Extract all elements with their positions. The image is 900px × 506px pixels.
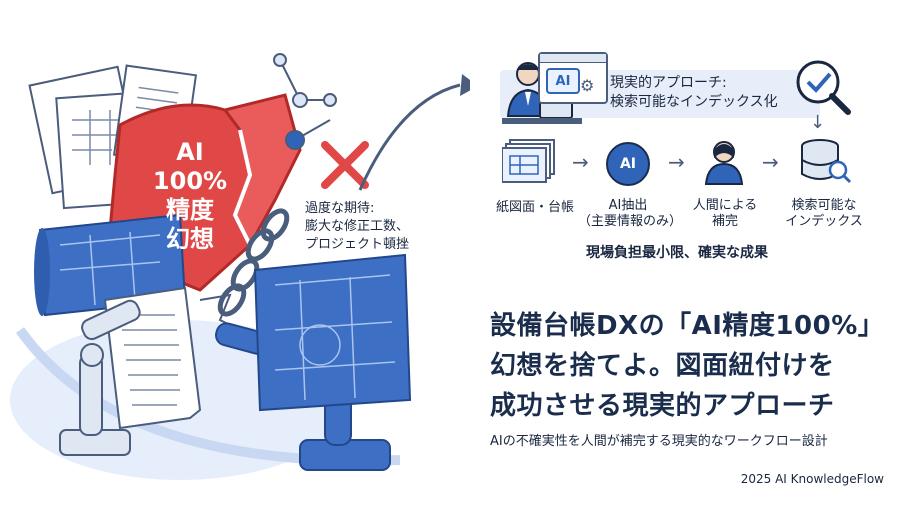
gear-icon: ⚙	[580, 76, 595, 95]
expectation-title: 過度な期待:	[305, 201, 375, 216]
result-text: 現場負担最小限、確実な成果	[586, 245, 768, 261]
network-nodes-icon	[273, 53, 337, 150]
headline-block: 設備台帳DXの「AI精度100%」 幻想を捨てよ。図面紐付けを 成功させる現実的…	[490, 306, 895, 449]
footer-credit: 2025 AI KnowledgeFlow	[740, 472, 884, 486]
approach-subtitle: 検索可能なインデックス化	[610, 94, 778, 110]
database-search-icon	[801, 139, 852, 184]
expectation-callout: 過度な期待: 膨大な修正工数、 プロジェクト頓挫	[305, 200, 465, 254]
ai-window: AI ⚙	[538, 52, 608, 104]
curved-arrow-icon	[358, 74, 478, 191]
paper-drawing-stack-icon	[502, 139, 555, 183]
red-x-icon	[321, 141, 369, 189]
flow-arrow-3: →	[762, 150, 779, 174]
failure-illustration	[10, 53, 478, 480]
approach-panel: AI ⚙ 現実的アプローチ: 検索可能なインデックス化 ↓ → AI → → 紙	[490, 50, 890, 270]
headline-line-2: 幻想を捨てよ。図面紐付けを	[490, 351, 835, 381]
step-label-2: AI抽出 （主要情報のみ）	[578, 198, 683, 230]
approach-title: 現実的アプローチ:	[610, 75, 727, 91]
left-illustration: AI 100% 精度 幻想 過度な期待: 膨大な修正工数、 プロジェクト頓挫	[10, 53, 478, 480]
approach-text: 現実的アプローチ: 検索可能なインデックス化	[610, 74, 778, 112]
search-check-icon	[796, 60, 851, 115]
expectation-line-2: プロジェクト頓挫	[305, 237, 410, 252]
down-arrow-icon: ↓	[810, 112, 826, 133]
step-label-1: 紙図面・台帳	[495, 200, 574, 215]
person-icon	[704, 141, 744, 185]
headline-line-3: 成功させる現実的アプローチ	[490, 391, 835, 421]
flow-arrow-2: →	[668, 150, 685, 174]
ai-circle-label: AI	[619, 156, 637, 172]
headline-subtitle: AIの不確実性を人間が補完する現実的なワークフロー設計	[490, 434, 828, 449]
blueprint-roll-icon	[34, 213, 187, 317]
robot-arm-left-icon	[59, 299, 141, 456]
shield-line-2: 100%	[152, 167, 228, 195]
shield-text: AI 100% 精度 幻想	[140, 138, 240, 254]
step-label-3: 人間による 補完	[692, 198, 758, 230]
expectation-line-1: 膨大な修正工数、	[305, 219, 410, 234]
blueprint-sheet-icon	[253, 253, 412, 412]
shield-line-4: 幻想	[166, 225, 214, 253]
shield-line-1: AI	[176, 138, 204, 166]
headline-line-1: 設備台帳DXの「AI精度100%」	[490, 311, 885, 341]
step-label-4: 検索可能な インデックス	[785, 198, 863, 230]
shield-line-3: 精度	[166, 196, 214, 224]
ai-badge: AI	[546, 68, 580, 94]
flow-arrow-1: →	[572, 150, 589, 174]
ai-circle-icon: AI	[606, 142, 650, 186]
broken-chain-icon	[217, 208, 290, 317]
